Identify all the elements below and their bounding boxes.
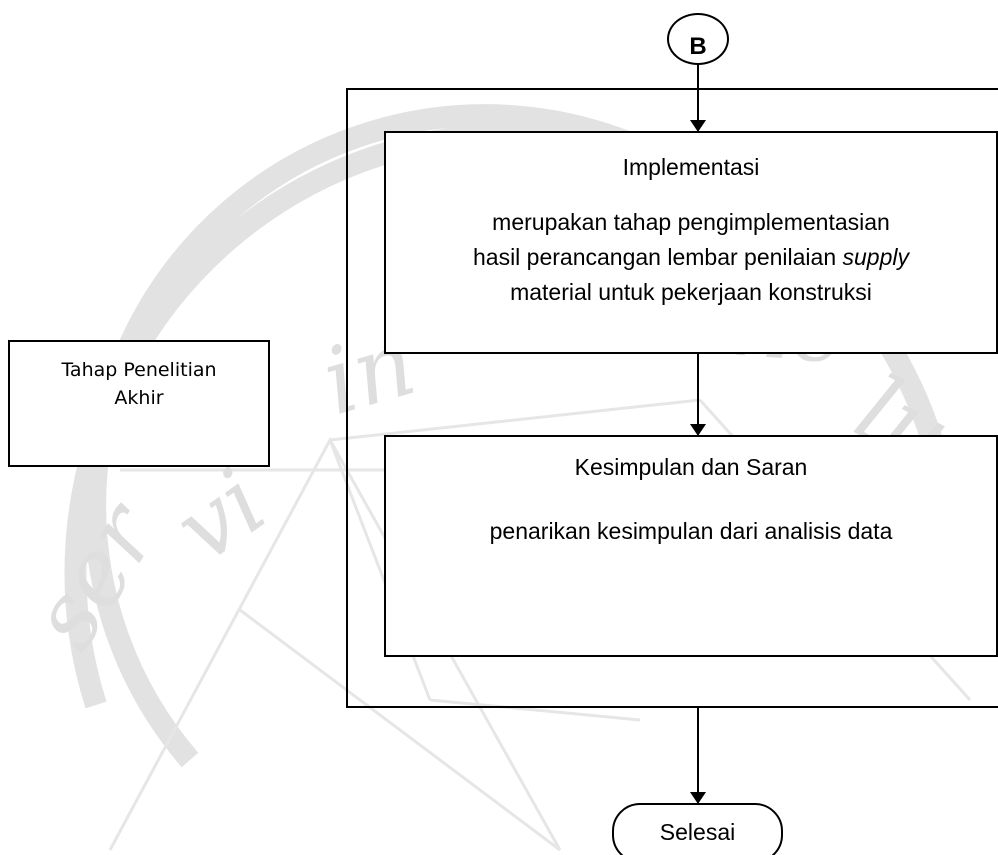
implementasi-process-box: Implementasi merupakan tahap pengimpleme…	[384, 131, 998, 354]
connector-b: B	[667, 13, 729, 65]
stage-label-line1: Tahap Penelitian	[61, 359, 217, 381]
arrowhead-selesai	[690, 792, 706, 804]
implementasi-desc-line2: hasil perancangan lembar penilaian suppl…	[386, 240, 996, 275]
implementasi-title: Implementasi	[622, 154, 760, 180]
implementasi-desc-line1: merupakan tahap pengimplementasian	[492, 209, 890, 235]
kesimpulan-process-box: Kesimpulan dan Saran penarikan kesimpula…	[384, 435, 998, 657]
stage-label-box: Tahap Penelitian Akhir	[8, 340, 270, 467]
implementasi-description: merupakan tahap pengimplementasian hasil…	[386, 205, 996, 310]
implementasi-desc-line3: material untuk pekerjaan konstruksi	[510, 279, 872, 305]
implementasi-desc-line2-text: hasil perancangan lembar penilaian	[472, 244, 843, 270]
research-phase-frame	[346, 88, 998, 708]
selesai-terminator: Selesai	[612, 803, 783, 855]
stage-label-line2: Akhir	[114, 387, 164, 409]
kesimpulan-title: Kesimpulan dan Saran	[574, 454, 808, 480]
implementasi-desc-italic-word: supply	[842, 244, 909, 270]
arrowhead-implementasi	[690, 120, 706, 132]
connector-b-label: B	[689, 33, 707, 60]
selesai-label: Selesai	[659, 819, 736, 845]
arrowhead-kesimpulan	[690, 424, 706, 436]
kesimpulan-description: penarikan kesimpulan dari analisis data	[489, 518, 893, 544]
